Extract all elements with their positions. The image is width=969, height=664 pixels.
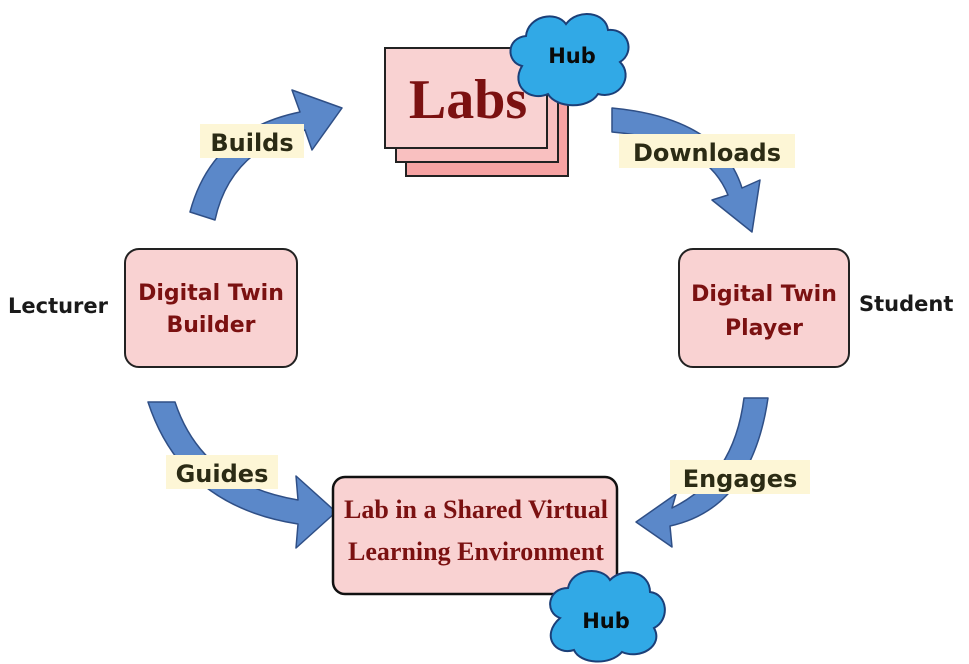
labs-stack: Labs: [384, 47, 569, 177]
player-box: Digital Twin Player: [678, 248, 850, 368]
cloud-icon: [549, 569, 666, 663]
builds-label: Builds: [210, 129, 293, 157]
environment-line2: Learning Environment: [348, 537, 604, 566]
environment-rect: [331, 475, 619, 596]
guides-label-bg: [166, 455, 278, 489]
action-labels: Builds Downloads Guides Engages: [166, 124, 810, 494]
engages-label: Engages: [683, 465, 798, 493]
downloads-label-bg: [619, 134, 795, 168]
labs-title: Labs: [409, 69, 527, 131]
player-line1: Digital Twin: [691, 282, 837, 307]
hub-label-bottom: Hub: [582, 609, 630, 633]
builder-line1: Digital Twin: [138, 281, 284, 306]
lecturer-label: Lecturer: [8, 294, 109, 318]
builder-box: Digital Twin Builder: [124, 248, 298, 368]
builds-arrow: [189, 89, 343, 221]
guides-arrow: [147, 401, 337, 549]
student-label: Student: [859, 292, 953, 316]
hub-cloud-bottom: Hub: [549, 569, 666, 663]
environment-line1: Lab in a Shared Virtual: [344, 495, 608, 524]
player-rect: [678, 248, 850, 368]
downloads-arrow: [611, 107, 761, 233]
builder-line2: Builder: [166, 313, 255, 338]
cloud-icon: [509, 12, 630, 107]
hub-cloud-top: Hub: [509, 12, 630, 107]
downloads-label: Downloads: [633, 139, 781, 167]
player-line2: Player: [725, 316, 803, 341]
hub-label-top: Hub: [548, 44, 596, 68]
environment-box: Lab in a Shared Virtual Learning Environ…: [331, 475, 619, 596]
engages-label-bg: [670, 460, 810, 494]
builder-rect: [124, 248, 298, 368]
guides-label: Guides: [176, 460, 269, 488]
builds-label-bg: [200, 124, 304, 158]
